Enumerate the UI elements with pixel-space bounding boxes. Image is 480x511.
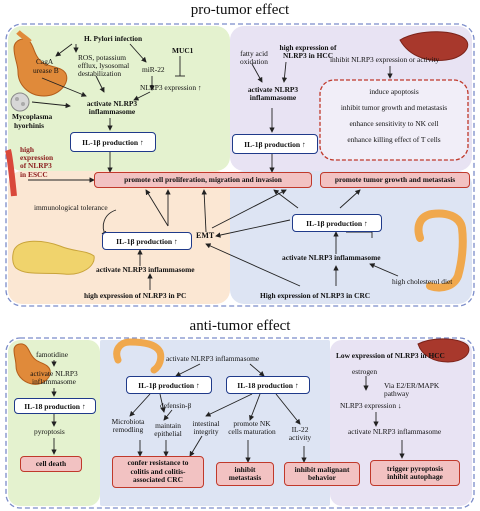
- bottom-stomach-illustration: [13, 343, 51, 385]
- crc-activate-label: activate NLRP3 inflammasome: [282, 253, 381, 262]
- il18-box: IL-18 production ↑: [14, 398, 96, 414]
- estrogen-label: estrogen: [352, 367, 378, 376]
- pc-activate-label: activate NLRP3 inflammasome: [96, 265, 195, 274]
- ros-label-3: destabilization: [78, 69, 122, 78]
- hcc-effect-1: induce apoptosis: [369, 87, 419, 96]
- colon-illustration: [414, 209, 467, 292]
- bottom-colon-illustration: [113, 338, 165, 374]
- bottom-il1b-box: IL-1β production ↑: [126, 376, 212, 394]
- hcc-il1b-box: IL-1β production ↑: [232, 134, 318, 154]
- bottom-il18-box: IL-18 production ↑: [226, 376, 310, 394]
- stomach-region: [8, 26, 230, 171]
- bottom-liver-illustration: [417, 338, 470, 363]
- anti-tumor-title: anti-tumor effect: [189, 318, 291, 334]
- low-expression-label: Low expression of NLRP3 in HCC: [336, 351, 445, 360]
- hcc-inhibit-label: inhibit NLRP3 expression or activity: [330, 55, 440, 64]
- crc-high-expression-label: High expression of NLRP3 in CRC: [260, 291, 371, 300]
- pyroptosis-label: pyroptosis: [34, 427, 65, 436]
- crc-region: [230, 171, 472, 304]
- bottom-nlrp3-expression-label: NLRP3 expression ↓: [340, 401, 402, 410]
- promote-growth-box: promote tumor growth and metastasis: [320, 172, 470, 188]
- mycoplasma-label-1: Mycoplasma: [12, 112, 53, 121]
- hcc-effect-4: enhance killing effect of T cells: [347, 135, 441, 144]
- cell-death-box: cell death: [20, 456, 82, 472]
- emt-label: EMT: [196, 231, 215, 240]
- mycoplasma-icon: [10, 92, 30, 112]
- bottom-hcc-activate-label: activate NLRP3 inflammasome: [348, 427, 442, 436]
- crc-il1b-box: IL-1β production ↑: [292, 214, 382, 232]
- esophagus-illustration: [5, 149, 17, 197]
- urease-label: urease B: [33, 66, 59, 75]
- ros-label-1: ROS, potassium: [78, 53, 127, 62]
- famotidine-label: famotidine: [36, 350, 69, 359]
- immunological-tolerance-label: immunological tolerance: [34, 203, 108, 212]
- hcc-effect-3: enhance sensitivity to NK cell: [349, 119, 439, 128]
- top-panel-border: [5, 23, 475, 307]
- hpylori-label: H. Pylori infection: [84, 34, 143, 43]
- bottom-panel-border: [5, 337, 475, 509]
- nlrp3-expression-label: NLRP3 expression ↑: [140, 83, 202, 92]
- stomach-illustration: [13, 30, 68, 97]
- mycoplasma-label-2: hyorhinis: [14, 121, 44, 130]
- ros-label-2: efflux, lysosomal: [78, 61, 130, 70]
- cholesterol-diet-label: high cholesterol diet: [392, 277, 453, 286]
- pancreas-illustration: [12, 240, 95, 275]
- stomach-il1b-box: IL-1β production ↑: [70, 132, 156, 152]
- defensin-label: defensin-β: [160, 401, 192, 410]
- muc1-label: MUC1: [172, 46, 194, 55]
- pc-high-expression-label: high expression of NLRP3 in PC: [84, 291, 187, 300]
- liver-illustration: [399, 31, 469, 61]
- pro-tumor-title: pro-tumor effect: [190, 2, 290, 18]
- bottom-colon-activate-label: activate NLRP3 inflammasome: [166, 354, 260, 363]
- caga-label: CagA: [36, 57, 54, 66]
- promote-proliferation-box: promote cell proliferation, migration an…: [94, 172, 312, 188]
- pc-il1b-box: IL-1β production ↑: [102, 232, 192, 250]
- hcc-effects-box: [319, 79, 469, 161]
- mir22-label: miR-22: [142, 65, 165, 74]
- hcc-effect-2: inhibit tumor growth and metastasis: [340, 103, 448, 112]
